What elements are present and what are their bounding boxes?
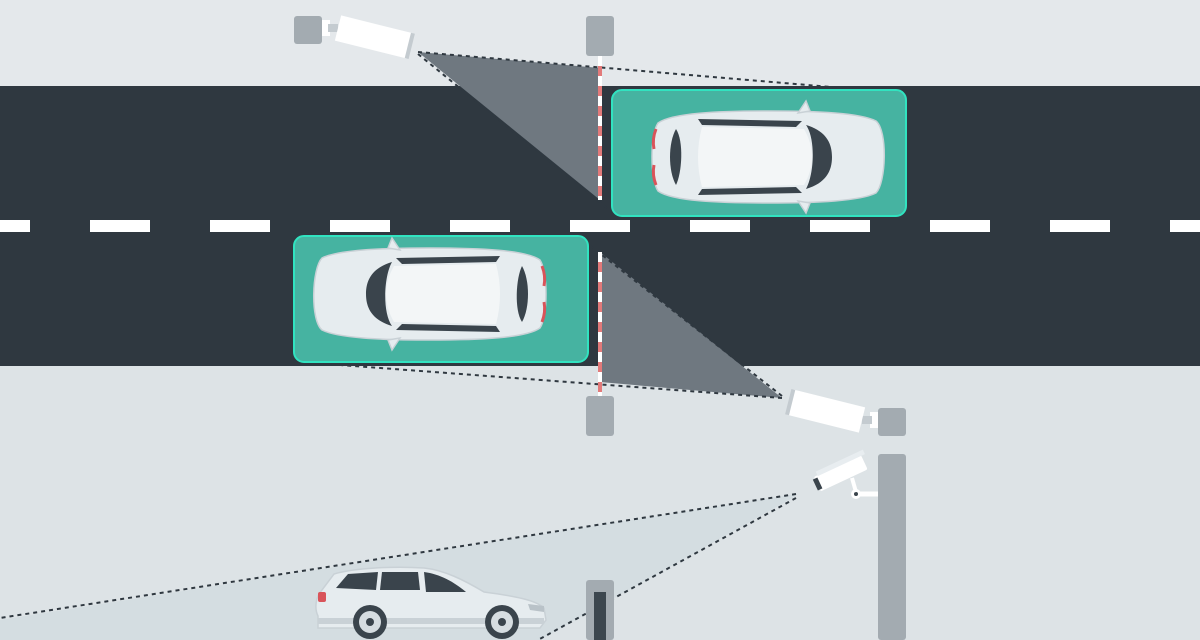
fov-line-bottom-lower [299, 361, 783, 399]
lane-dash [690, 220, 750, 232]
fov-line-side-lower [537, 497, 797, 640]
camera-fov-lines [0, 51, 891, 640]
lane-dash [0, 220, 30, 232]
camera-pole [878, 454, 906, 640]
lane-dash [210, 220, 270, 232]
barrier-post-side-slot [594, 592, 606, 640]
lane-dash [330, 220, 390, 232]
cctv-camera-icon [322, 15, 415, 59]
lane-dash [90, 220, 150, 232]
lane-dash [930, 220, 990, 232]
camera-mount-bottom [878, 408, 906, 436]
fov-line-top-upper [417, 51, 891, 93]
lane-dash [810, 220, 870, 232]
lane-center-dashes [0, 220, 1200, 232]
fov-line-side-upper [0, 493, 797, 619]
camera-mount-top [294, 16, 322, 44]
barrier-post-bottom [586, 396, 614, 436]
fov-line-top-lower [417, 53, 613, 213]
posts [294, 16, 906, 640]
lane-dash [570, 220, 630, 232]
fov-line-bottom-upper [587, 243, 783, 397]
car-top-view-icon [650, 99, 886, 215]
cctv-camera-icon [812, 449, 878, 499]
barrier-post-top [586, 16, 614, 56]
camera-fov-top [418, 52, 600, 200]
lane-dash [1170, 220, 1200, 232]
lane-dash [1050, 220, 1110, 232]
lane-dash [450, 220, 510, 232]
cctv-camera-icon [785, 389, 878, 433]
car-side-view-icon [315, 566, 547, 639]
car-top-view-icon [312, 236, 548, 352]
